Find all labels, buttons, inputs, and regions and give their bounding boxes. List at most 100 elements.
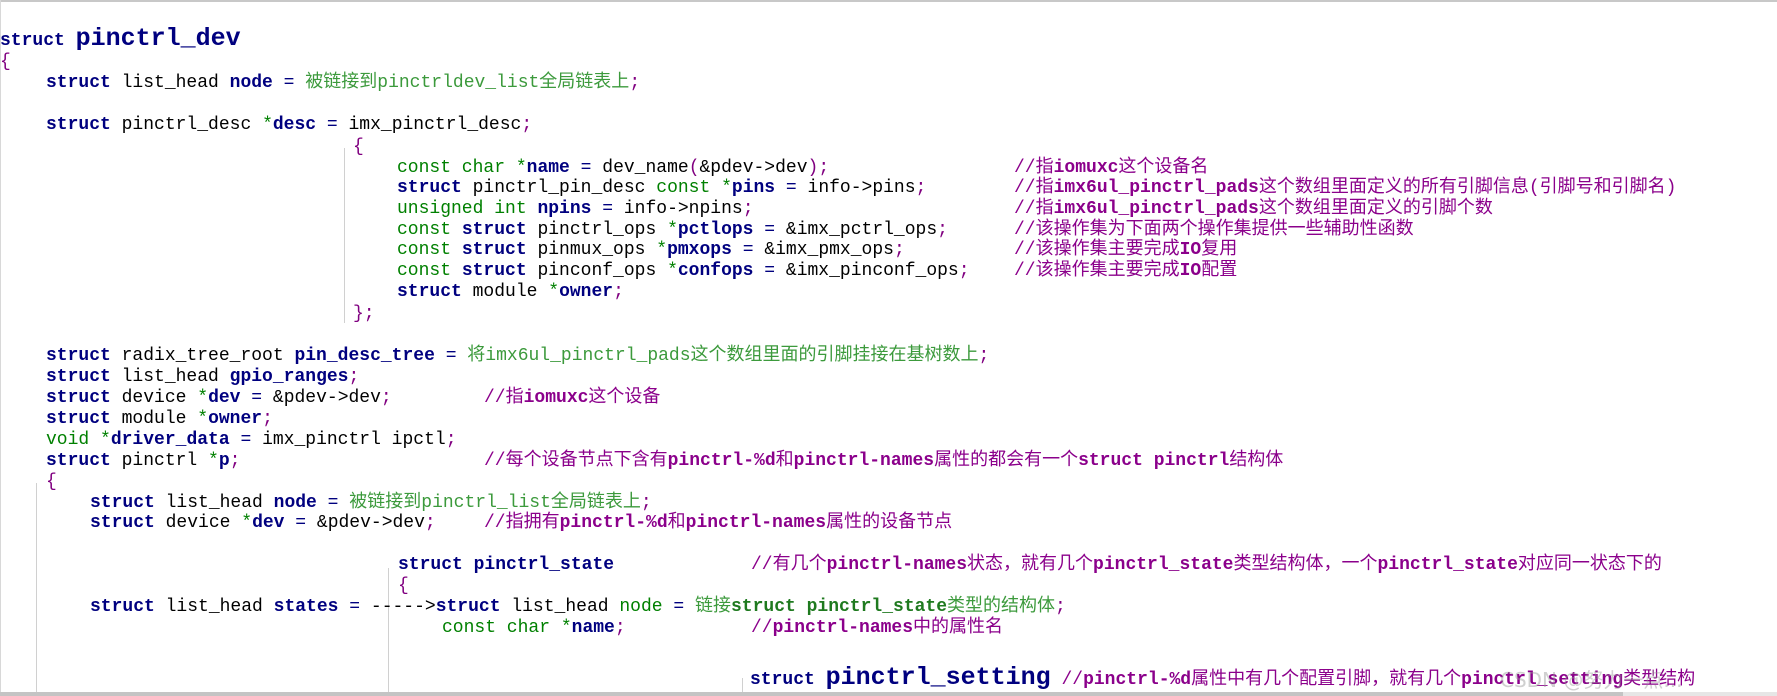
code-line: struct pinctrl *p;	[46, 451, 240, 471]
pointer-star: *	[560, 618, 572, 638]
pointer-star: *	[197, 409, 209, 429]
punctuation: ;	[380, 388, 392, 408]
operator: =	[295, 513, 317, 533]
comment-text: 属性的设备节点	[826, 513, 953, 533]
struct-name-heading: pinctrl_setting	[825, 663, 1051, 692]
type-keyword: unsigned int	[397, 199, 538, 219]
operator: =	[785, 178, 808, 198]
operator: =	[349, 597, 371, 617]
code-line: //该操作集为下面两个操作集提供一些辅助性函数	[1014, 220, 1414, 240]
operator: =	[251, 388, 273, 408]
punctuation: (	[688, 158, 700, 178]
annotation-text: 类型的结构体	[947, 597, 1056, 617]
keyword: struct	[46, 115, 122, 135]
keyword: struct	[461, 240, 538, 260]
code-line: //指iomuxc这个设备	[484, 388, 660, 408]
comment-bold: iomuxc	[1053, 158, 1119, 178]
code-line: struct list_head node = 被链接到pinctrldev_l…	[46, 73, 640, 93]
identifier: pinctrl_pin_desc	[472, 178, 657, 198]
horizontal-scrollbar[interactable]	[0, 692, 1777, 696]
fold-guide-desc	[344, 148, 345, 323]
pointer-star: *	[667, 220, 678, 240]
identifier: list_head	[121, 73, 230, 93]
comment-bold: imx6ul_pinctrl_pads	[1053, 199, 1259, 219]
type-keyword: const	[397, 240, 462, 260]
comment-bold: pinctrl-%d	[559, 513, 668, 533]
member-name: name	[571, 618, 615, 638]
scrollbar-thumb[interactable]	[0, 692, 1623, 696]
annotation-text: 被链接到pinctrl_list全局链表上	[349, 493, 641, 513]
identifier: &pdev->dev	[272, 388, 381, 408]
identifier: pinmux_ops	[537, 240, 657, 260]
comment-bold: pinctrl-names	[772, 618, 914, 638]
comment-bold: pinctrl-%d	[1083, 670, 1192, 690]
member-name: desc	[272, 115, 327, 135]
comment-text: 状态，就有几个	[967, 555, 1094, 575]
comment-text: 类型结构	[1623, 670, 1696, 690]
code-line: struct list_head gpio_ranges;	[46, 367, 359, 387]
comment-text: //	[751, 618, 773, 638]
identifier: imx_pinctrl_desc	[348, 115, 522, 135]
operator: =	[602, 199, 624, 219]
identifier: imx_pinctrl ipctl	[262, 430, 446, 450]
comment-text: //该操作集主要完成	[1014, 261, 1180, 281]
comment-bold: pinctrl_setting	[1461, 670, 1624, 690]
operator: =	[673, 597, 695, 617]
code-line: //该操作集主要完成IO复用	[1014, 240, 1237, 260]
operator: =	[445, 346, 468, 366]
comment-text: //每个设备节点下含有	[484, 451, 668, 471]
annotation-text: 将imx6ul_pinctrl_pads这个数组里面的引脚挂接在基树数上	[467, 346, 979, 366]
comment-bold: pinctrl-%d	[667, 451, 776, 471]
keyword: struct	[46, 388, 122, 408]
code-line: struct pinctrl_dev	[0, 25, 241, 53]
keyword: struct	[90, 493, 166, 513]
comment-text: 这个数组里面定义的引脚个数	[1258, 199, 1493, 219]
punctuation: ;	[614, 618, 626, 638]
comment-text: //该操作集为下面两个操作集提供一些辅助性函数	[1014, 220, 1414, 240]
member-name: gpio_ranges	[229, 367, 349, 387]
type-keyword: const	[656, 178, 722, 198]
code-line: struct device *dev = &pdev->dev;	[90, 513, 436, 533]
code-line: struct module *owner;	[46, 409, 273, 429]
comment-bold: pinctrl_state	[1377, 555, 1518, 575]
identifier: info->npins	[623, 199, 743, 219]
brace: {	[0, 52, 11, 72]
operator: =	[764, 261, 786, 281]
comment-text: //	[1050, 670, 1084, 690]
type-keyword: void	[46, 430, 101, 450]
member-name: pctlops	[677, 220, 765, 240]
identifier: radix_tree_root	[121, 346, 295, 366]
keyword: struct	[46, 73, 122, 93]
pointer-star: *	[197, 388, 209, 408]
identifier: &imx_pmx_ops	[764, 240, 894, 260]
comment-bold: iomuxc	[523, 388, 589, 408]
identifier: module	[121, 409, 198, 429]
punctuation: ;	[742, 199, 754, 219]
identifier: &imx_pctrl_ops	[785, 220, 938, 240]
punctuation: ;	[613, 282, 624, 302]
operator: =	[580, 158, 603, 178]
brace: {	[353, 137, 364, 157]
comment-text: 对应同一状态下的	[1517, 555, 1662, 575]
comment-text: 属性中有几个配置引脚，就有几个	[1191, 670, 1462, 690]
identifier: pinctrl	[121, 451, 209, 471]
punctuation: ;	[629, 73, 641, 93]
pointer-star: *	[208, 451, 219, 471]
comment-text: 这个设备	[588, 388, 661, 408]
pointer-star: *	[667, 261, 678, 281]
annotation-bold: struct pinctrl_state	[730, 597, 948, 617]
type-keyword: const char	[442, 618, 561, 638]
keyword: struct	[435, 597, 512, 617]
keyword: struct	[397, 282, 473, 302]
identifier: pinctrl_desc	[121, 115, 263, 135]
code-line: //pinctrl-names中的属性名	[751, 618, 1003, 638]
comment-text: //有几个	[751, 555, 827, 575]
identifier: &imx_pinconf_ops	[785, 261, 959, 281]
member-name: driver_data	[110, 430, 241, 450]
code-line: //每个设备节点下含有pinctrl-%d和pinctrl-names属性的都会…	[484, 451, 1283, 471]
code-line: };	[353, 304, 375, 324]
comment-bold: pinctrl_state	[1093, 555, 1234, 575]
punctuation: ;	[640, 493, 652, 513]
pointer-star: *	[548, 282, 560, 302]
left-border	[0, 0, 1, 696]
